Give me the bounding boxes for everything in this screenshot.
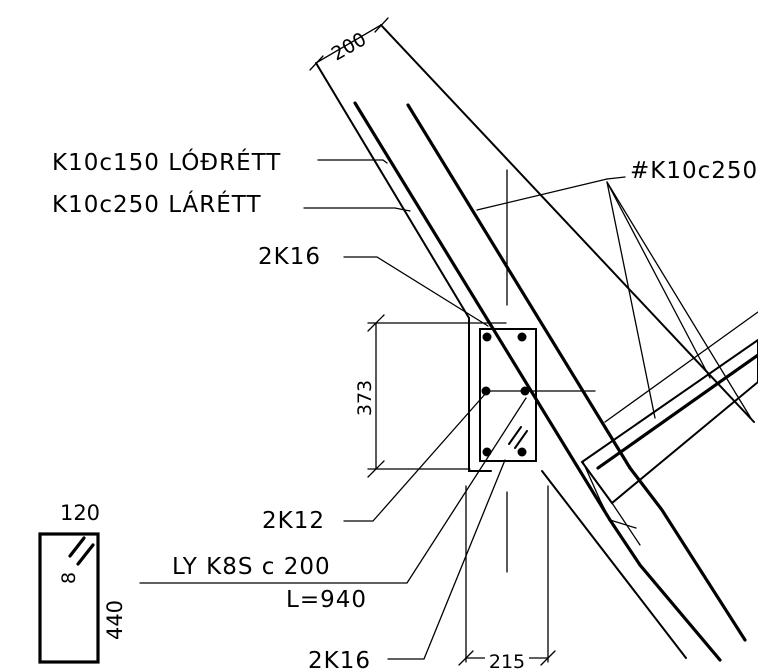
leader-hash [476, 178, 608, 211]
stirrup-hook-b [514, 430, 528, 449]
leader-k10c150 [317, 159, 388, 164]
leader-hash-fan-c [606, 181, 753, 421]
dim-wall-thickness: 200 [309, 17, 389, 71]
slab-junction [582, 461, 637, 529]
dim-beam-width: 215 [458, 648, 556, 671]
stirrup-outline [479, 328, 537, 462]
leader-hash-fan-b [606, 181, 711, 379]
label-k10c150: K10c150 LÓÐRÉTT [52, 148, 281, 176]
label-stirrup-length: L=940 [286, 587, 367, 613]
leader-top-2k16 [343, 256, 489, 327]
label-k10c250: K10c250 LÁRÉTT [52, 190, 262, 218]
rebar-dot-bottom-left [482, 447, 492, 457]
dim-215-tick-right [540, 650, 556, 666]
dim-215-mask [485, 648, 529, 671]
dim-200-text: 200 [328, 28, 370, 65]
stirrup-hook-text: 8 [58, 572, 80, 584]
leader-2k12 [343, 392, 487, 522]
stirrup-height-text: 440 [103, 600, 127, 640]
rebar-right [406, 103, 632, 470]
slab-rebar [596, 353, 758, 470]
leader-hash-fan-a [606, 181, 656, 419]
beam-section [479, 328, 537, 462]
slab-outline [580, 338, 758, 505]
stirrup-hook-a [508, 426, 522, 445]
leader-k10c250 [303, 207, 411, 212]
leader-stirrup [139, 397, 527, 584]
label-stirrup: LY K8S c 200 [172, 554, 331, 580]
stirrup-shape-hook-b [76, 543, 95, 566]
rebar-dot-bottom-right [517, 447, 527, 457]
dim-215-text: 215 [489, 651, 525, 671]
leader-hash-short [606, 176, 626, 180]
leader-bottom-2k16 [387, 459, 506, 660]
stirrup-shape-hook-a [68, 536, 86, 558]
dim-200-tick-left [309, 55, 324, 71]
stirrup-shape [38, 532, 100, 664]
wall-rebars [353, 101, 747, 662]
dim-373-tick-top [367, 314, 385, 332]
label-bottom-2k16: 2K16 [308, 648, 371, 671]
stirrup-detail: 120 8 440 [38, 501, 127, 664]
label-top-2k16: 2K16 [258, 244, 321, 270]
rebar-left-lower [608, 518, 722, 662]
wall-lower-face [541, 470, 687, 659]
label-hash-k10c250: #K10c250 [630, 158, 758, 184]
dim-215-tick-left [458, 650, 474, 666]
rebar-right-lower [628, 466, 747, 642]
annotations: K10c150 LÓÐRÉTT K10c250 LÁRÉTT #K10c250 … [52, 148, 758, 671]
rebar-dot-top-right [517, 332, 527, 342]
wall-left-face [315, 62, 470, 319]
rebar-dot-top-left [482, 332, 492, 342]
stirrup-width-text: 120 [60, 501, 100, 525]
slab-lower-joint [611, 502, 641, 546]
wall-haunch-outline [468, 317, 492, 472]
dim-200-tick-right [374, 17, 389, 33]
slab [580, 311, 758, 546]
dim-373-tick-bottom [367, 460, 385, 478]
leader-lines [139, 159, 753, 660]
rebar-left [353, 101, 612, 522]
slab-upper-line [604, 311, 758, 423]
rebar-dot-mid-left [481, 386, 491, 396]
axis-lines [465, 169, 549, 663]
dim-373-text: 373 [354, 380, 376, 416]
label-2k12: 2K12 [262, 508, 325, 534]
dim-200-line [315, 24, 382, 64]
wall-right-face [380, 24, 755, 423]
